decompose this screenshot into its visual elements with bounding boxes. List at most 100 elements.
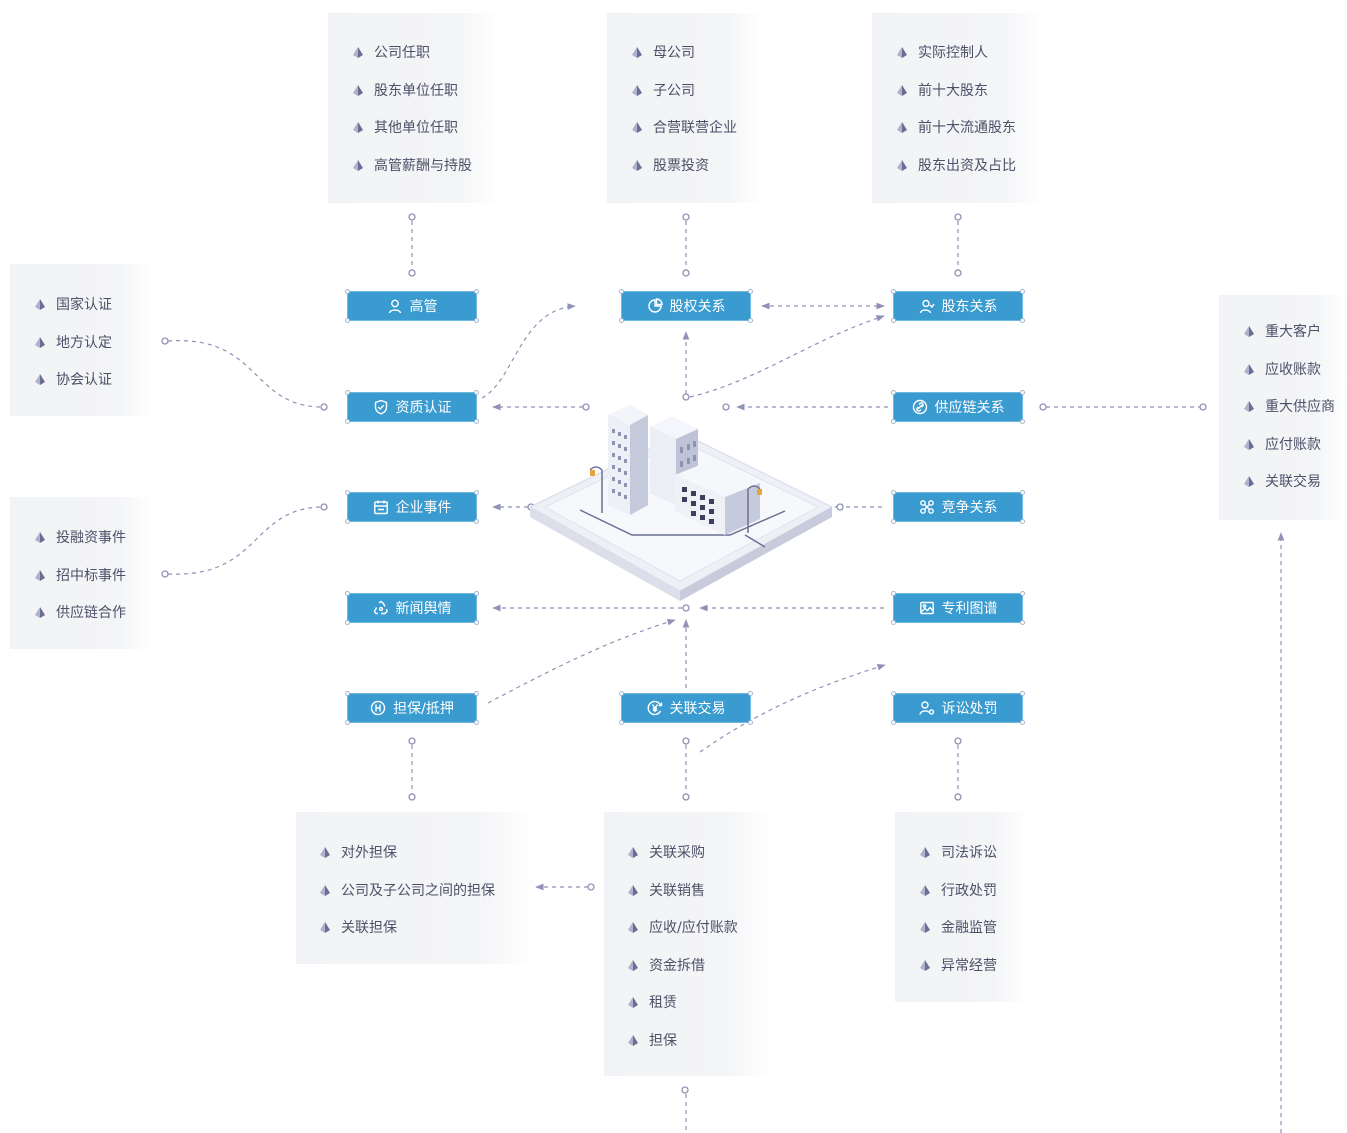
triangle-bullet-icon: [632, 47, 642, 58]
panel-list-item: 协会认证: [35, 362, 155, 400]
node-equity-label: 股权关系: [669, 299, 726, 315]
panel-related-trade: 关联采购关联销售应收/应付账款资金拆借租赁担保: [604, 812, 770, 1076]
panel-supply-chain: 重大客户应收账款重大供应商应付账款关联交易: [1219, 295, 1347, 520]
panel-list-item-label: 供应链合作: [56, 605, 126, 621]
node-executives[interactable]: 高管: [345, 289, 479, 323]
panel-list-item: 公司及子公司之间的担保: [320, 873, 536, 911]
network-icon: [919, 499, 935, 515]
panel-list-item-label: 关联采购: [649, 845, 705, 861]
panel-list-item: 租赁: [628, 985, 770, 1023]
triangle-bullet-icon: [1244, 476, 1254, 487]
shareholder-icon: [919, 298, 935, 314]
panel-executives: 公司任职股东单位任职其他单位任职高管薪酬与持股: [328, 13, 500, 203]
triangle-bullet-icon: [353, 122, 363, 133]
panel-events: 投融资事件招中标事件供应链合作: [10, 497, 155, 649]
panel-litigation-list: 司法诉讼行政处罚金融监管异常经营: [920, 835, 1027, 986]
panel-list-item: 供应链合作: [35, 595, 155, 633]
panel-list-item: 关联交易: [1244, 464, 1347, 502]
panel-guarantee: 对外担保公司及子公司之间的担保关联担保: [296, 812, 536, 964]
panel-list-item: 股东出资及占比: [897, 148, 1044, 186]
triangle-bullet-icon: [920, 847, 930, 858]
panel-events-list: 投融资事件招中标事件供应链合作: [35, 520, 155, 633]
panel-list-item: 对外担保: [320, 835, 536, 873]
panel-list-item-label: 重大供应商: [1265, 399, 1335, 415]
triangle-bullet-icon: [632, 122, 642, 133]
panel-list-item-label: 异常经营: [941, 957, 997, 974]
triangle-bullet-icon: [632, 84, 642, 96]
triangle-bullet-icon: [897, 159, 907, 171]
node-equity[interactable]: 股权关系: [619, 289, 753, 323]
panel-related-trade-list: 关联采购关联销售应收/应付账款资金拆借租赁担保: [628, 835, 770, 1061]
triangle-bullet-icon: [628, 959, 638, 971]
panel-list-item: 司法诉讼: [920, 835, 1027, 873]
panel-list-item-label: 协会认证: [56, 372, 112, 388]
panel-list-item-label: 国家认证: [56, 297, 112, 313]
panel-list-item-label: 租赁: [649, 995, 677, 1011]
panel-list-item: 应收/应付账款: [628, 910, 770, 948]
triangle-bullet-icon: [1244, 326, 1254, 337]
panel-list-item-label: 金融监管: [941, 920, 997, 936]
triangle-bullet-icon: [920, 922, 930, 933]
panel-list-item-label: 应收/应付账款: [649, 920, 738, 936]
node-news[interactable]: 新闻舆情: [345, 591, 479, 625]
panel-list-item-label: 对外担保: [341, 845, 397, 861]
panel-list-item-label: 其他单位任职: [374, 120, 458, 136]
node-events[interactable]: 企业事件: [345, 490, 479, 524]
panel-list-item-label: 地方认定: [56, 334, 112, 351]
panel-list-item: 招中标事件: [35, 558, 155, 596]
panel-list-item: 担保: [628, 1023, 770, 1061]
panel-list-item-label: 子公司: [653, 82, 695, 99]
panel-list-item: 地方认定: [35, 325, 155, 363]
node-news-label: 新闻舆情: [395, 601, 452, 617]
triangle-bullet-icon: [897, 122, 907, 133]
node-competition[interactable]: 竞争关系: [891, 490, 1025, 524]
node-qualification[interactable]: 资质认证: [345, 390, 479, 424]
recycle-icon: [373, 600, 389, 616]
panel-list-item: 重大客户: [1244, 314, 1347, 352]
triangle-bullet-icon: [353, 47, 363, 58]
panel-list-item: 异常经营: [920, 948, 1027, 986]
node-guarantee-label: 担保/抵押: [393, 701, 454, 717]
panel-list-item-label: 行政处罚: [941, 882, 997, 899]
panel-list-item-label: 公司及子公司之间的担保: [341, 882, 495, 899]
panel-list-item: 资金拆借: [628, 948, 770, 986]
node-related-trade[interactable]: 关联交易: [619, 691, 753, 725]
panel-list-item: 应付账款: [1244, 427, 1347, 465]
panel-list-item-label: 股票投资: [653, 157, 709, 174]
node-supply-chain[interactable]: 供应链关系: [891, 390, 1025, 424]
panel-list-item: 前十大流通股东: [897, 110, 1044, 148]
node-patents-label: 专利图谱: [941, 601, 998, 617]
node-litigation[interactable]: 诉讼处罚: [891, 691, 1025, 725]
panel-qualification: 国家认证地方认定协会认证: [10, 264, 155, 416]
panel-list-item: 其他单位任职: [353, 110, 500, 148]
triangle-bullet-icon: [320, 847, 330, 858]
users-gear-icon: [918, 700, 935, 716]
image-icon: [919, 600, 935, 616]
panel-list-item-label: 应收账款: [1265, 361, 1321, 378]
panel-list-item: 母公司: [632, 35, 765, 73]
panel-list-item-label: 公司任职: [374, 45, 430, 61]
panel-list-item: 应收账款: [1244, 352, 1347, 390]
triangle-bullet-icon: [628, 997, 638, 1008]
node-litigation-label: 诉讼处罚: [941, 701, 998, 717]
triangle-bullet-icon: [35, 374, 45, 385]
panel-list-item: 股票投资: [632, 148, 765, 186]
panel-list-item-label: 高管薪酬与持股: [374, 157, 472, 174]
triangle-bullet-icon: [897, 47, 907, 58]
panel-list-item-label: 股东单位任职: [374, 82, 458, 99]
panel-list-item: 投融资事件: [35, 520, 155, 558]
panel-list-item: 前十大股东: [897, 73, 1044, 111]
panel-shareholders-list: 实际控制人前十大股东前十大流通股东股东出资及占比: [897, 35, 1044, 186]
panel-list-item: 关联担保: [320, 910, 536, 948]
panel-list-item: 关联销售: [628, 873, 770, 911]
triangle-bullet-icon: [920, 959, 930, 971]
node-shareholders[interactable]: 股东关系: [891, 289, 1025, 323]
panel-list-item-label: 关联销售: [649, 882, 705, 899]
panel-list-item: 行政处罚: [920, 873, 1027, 911]
triangle-bullet-icon: [1244, 363, 1254, 375]
triangle-bullet-icon: [920, 884, 930, 896]
node-guarantee[interactable]: 担保/抵押: [345, 691, 479, 725]
node-patents[interactable]: 专利图谱: [891, 591, 1025, 625]
node-supply-chain-label: 供应链关系: [934, 400, 1005, 416]
